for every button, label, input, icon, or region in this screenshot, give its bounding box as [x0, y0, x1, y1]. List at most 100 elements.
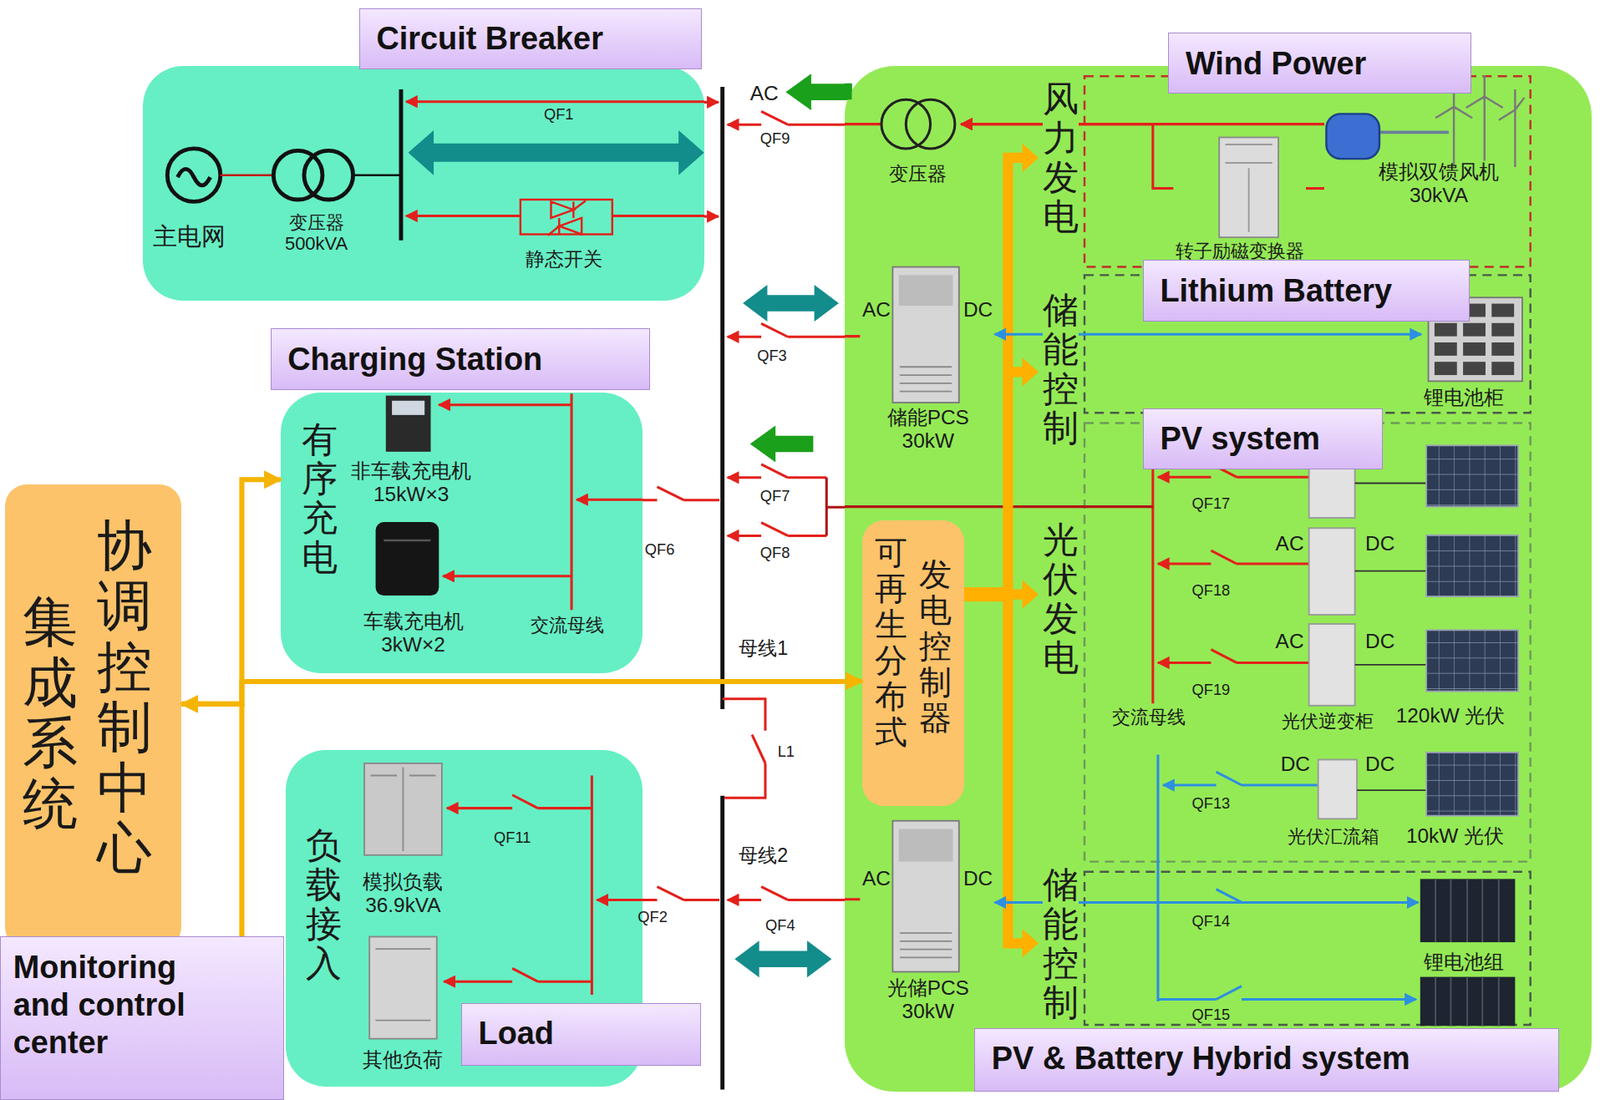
- callout-label: QF13: [1191, 794, 1230, 813]
- vertical-caption: 协调控制中心: [96, 515, 153, 879]
- vertical-caption: 储能控制: [1042, 865, 1079, 1023]
- tag-text: PV & Battery Hybrid system: [991, 1040, 1543, 1078]
- illustration-part: [727, 323, 861, 337]
- callout-label: QF3: [756, 346, 788, 365]
- wiring-copy: [167, 73, 704, 301]
- part-caption: DC: [1280, 752, 1311, 777]
- connector: [181, 681, 863, 705]
- callout-label: QF9: [760, 129, 791, 148]
- wiring-copy: [181, 124, 704, 301]
- callout-label: 母线1: [738, 637, 788, 661]
- part-caption: 120kW 光伏: [1396, 704, 1506, 728]
- inverter-cabinet: AC DC AC DC 光伏逆变柜: [1270, 446, 1397, 737]
- callout-label: QF8: [760, 543, 791, 562]
- generation-region: 风力发电储能控制光伏发电储能控制Wind Power变压器模拟双馈风机 30kV…: [844, 66, 1592, 1092]
- callout-label: QF18: [1191, 581, 1230, 600]
- callout-label: QF19: [1191, 680, 1230, 699]
- vertical-caption: 发电控制器: [919, 556, 952, 737]
- illustration-part: [734, 940, 832, 978]
- vertical-caption: 风力发电: [1042, 79, 1079, 237]
- combiner-box: DC DC 光伏汇流箱: [1275, 751, 1397, 852]
- part-caption: 光伏汇流箱: [1287, 826, 1380, 848]
- grid-region: 主电网 变压器 500kVA 静态开关: [142, 66, 705, 301]
- tag-text: Load: [478, 1015, 685, 1053]
- illustration-part: [722, 699, 766, 798]
- part-caption: AC: [862, 298, 891, 322]
- callout-label: QF6: [645, 540, 676, 559]
- illustration-part: [785, 73, 852, 111]
- region-wiring: [142, 66, 705, 301]
- callout-label: L1: [777, 742, 795, 761]
- callout-label: 交流母线: [1112, 706, 1186, 728]
- part-caption: 锂电池组: [1423, 950, 1504, 975]
- title-tag: Load: [461, 1003, 701, 1067]
- controller-box: 可再生分布式发电控制器: [862, 520, 965, 807]
- connector: [181, 479, 280, 705]
- part-caption: AC: [1275, 532, 1305, 556]
- title-tag: Monitoring and control center: [0, 936, 285, 1100]
- part-caption: AC: [1275, 629, 1305, 654]
- part-caption: 主电网: [152, 222, 226, 251]
- charger: 车载充电机 3kW×2: [346, 516, 485, 668]
- callout-label: 母线2: [738, 844, 788, 868]
- callout-label: AC: [750, 81, 779, 106]
- illustration-part: [750, 426, 814, 463]
- wiring-copy: [862, 520, 965, 807]
- tag-text: Charging Station: [287, 340, 633, 379]
- title-tag: PV system: [1142, 408, 1383, 470]
- part-caption: 变压器 500kVA: [280, 212, 352, 255]
- callout-label: QF11: [493, 828, 531, 847]
- part-caption: DC: [1365, 752, 1395, 777]
- wiring-copy: [844, 124, 1422, 904]
- tag-text: Circuit Breaker: [375, 20, 685, 58]
- part-caption: 模拟双馈风机 30kVA: [1372, 160, 1506, 208]
- load-cabinet: 模拟负载 36.9kVA: [351, 760, 456, 926]
- vertical-caption: 有序充电: [301, 420, 338, 578]
- title-tag: Circuit Breaker: [359, 8, 702, 70]
- wiring-copy: [844, 73, 1531, 1090]
- callout-label: QF15: [1191, 1005, 1230, 1024]
- callout-label: QF1: [543, 105, 574, 123]
- tag-text: Wind Power: [1185, 45, 1455, 83]
- wiring-copy: [167, 484, 182, 950]
- callout-label: QF2: [637, 908, 668, 926]
- battery-pack: 锂电池组: [1418, 875, 1521, 978]
- part-caption: DC: [1365, 532, 1395, 556]
- part-caption: 变压器: [888, 162, 947, 186]
- load-cabinet: 其他负荷: [351, 933, 454, 1077]
- callout-label: QF14: [1191, 912, 1230, 930]
- illustration-part: [727, 523, 827, 537]
- part-caption: AC: [862, 867, 891, 891]
- part-caption: DC: [963, 298, 993, 322]
- part-caption: 车载充电机 3kW×2: [346, 609, 480, 657]
- part-caption: 其他负荷: [362, 1048, 443, 1072]
- part-caption: 非车载充电机 15kW×3: [345, 459, 478, 507]
- vertical-caption: 可再生分布式: [874, 534, 908, 751]
- tag-text: Lithium Battery: [1159, 272, 1453, 310]
- callout-label: QF7: [760, 487, 791, 505]
- vertical-caption: 集成系统: [22, 591, 78, 834]
- title-tag: PV & Battery Hybrid system: [974, 1028, 1560, 1093]
- title-tag: Charging Station: [270, 328, 651, 390]
- part-caption: 交流母线: [530, 614, 605, 636]
- illustration-part: [742, 284, 839, 322]
- pcs-cabinet: ACDC光储PCS 30kW: [860, 819, 996, 1029]
- part-caption: DC: [1365, 629, 1395, 654]
- pv-panel: 10kW 光伏: [1396, 748, 1525, 851]
- illustration-part: [727, 887, 861, 901]
- tag-text: Monitoring and control center: [13, 949, 221, 1063]
- part-caption: 锂电池柜: [1423, 386, 1504, 410]
- pcs-cabinet: AC DC 储能PCS 30kW: [860, 267, 996, 462]
- part-caption: 储能PCS 30kW: [879, 406, 977, 453]
- title-tag: Wind Power: [1168, 32, 1472, 94]
- wind-turbine: 模拟双馈风机 30kVA: [1324, 81, 1526, 217]
- illustration-part: [727, 464, 827, 478]
- part-caption: 光伏逆变柜: [1281, 711, 1374, 732]
- callout-label: QF4: [765, 916, 796, 935]
- wiring-copy: [280, 392, 644, 674]
- wiring-copy: [280, 392, 644, 674]
- tag-text: PV system: [1159, 420, 1366, 458]
- part-caption: 静态开关: [525, 248, 603, 271]
- part-caption: 模拟负载 36.9kVA: [351, 870, 454, 918]
- pv-panel: 120kW 光伏: [1393, 441, 1524, 732]
